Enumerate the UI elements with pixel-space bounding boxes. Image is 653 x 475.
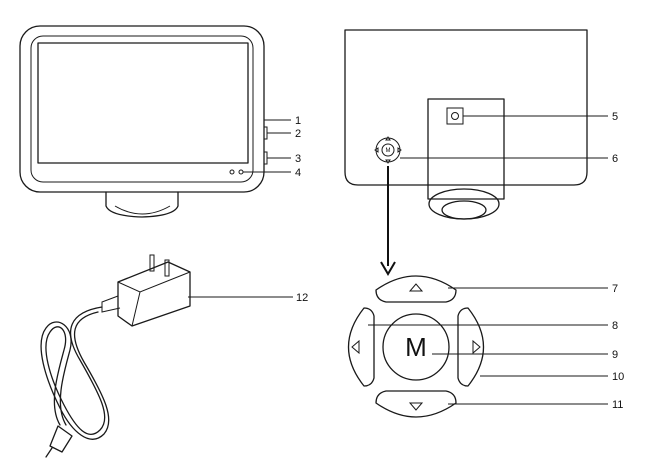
- right-arrow-icon: [472, 339, 481, 355]
- monitor-rear-view: M: [344, 29, 588, 220]
- adapter-cable: [45, 306, 106, 436]
- rear-port-hole: [451, 112, 459, 120]
- left-button: [347, 307, 375, 387]
- rear-down-arrow-icon: [385, 159, 391, 164]
- up-button: [375, 275, 457, 303]
- side-button-2: [263, 126, 268, 140]
- monitor-bezel: [30, 35, 254, 183]
- rear-up-arrow-icon: [385, 136, 391, 141]
- down-button: [375, 390, 457, 418]
- keypad-enlarged: M: [347, 275, 485, 418]
- adapter-body-edge: [117, 271, 191, 293]
- rear-keypad: M: [374, 136, 402, 164]
- rear-lens-inner: [441, 200, 487, 220]
- side-button-3: [263, 151, 268, 165]
- lens-ring-front: [114, 205, 171, 215]
- left-arrow-icon: [351, 339, 360, 355]
- adapter-body-edge-2: [131, 291, 141, 327]
- callout-label-9: 9: [612, 349, 618, 361]
- callout-label-8: 8: [612, 320, 618, 332]
- adapter-prong-right: [164, 259, 170, 277]
- power-port: [238, 169, 244, 175]
- rear-left-arrow-icon: [374, 147, 379, 153]
- callout-label-5: 5: [612, 111, 618, 123]
- power-adapter: [40, 254, 191, 458]
- zoom-arrow: [380, 166, 396, 276]
- rear-housing: [344, 29, 588, 186]
- monitor-screen: [37, 42, 249, 164]
- right-button: [457, 307, 485, 387]
- down-arrow-icon: [408, 402, 424, 411]
- callout-label-4: 4: [295, 167, 301, 179]
- dc-plug: [49, 425, 73, 453]
- rear-keypad-menu: [381, 143, 395, 157]
- callout-label-6: 6: [612, 153, 618, 165]
- callout-label-7: 7: [612, 283, 618, 295]
- lens-mount-front: [105, 191, 179, 218]
- rear-right-arrow-icon: [397, 147, 402, 153]
- rear-keypad-ring: [375, 137, 401, 163]
- adapter-prong-left: [149, 254, 155, 272]
- up-arrow-icon: [408, 283, 424, 292]
- callout-label-1: 1: [295, 115, 301, 127]
- adapter-body: [117, 261, 191, 327]
- callout-label-3: 3: [295, 153, 301, 165]
- menu-button-label: M: [405, 332, 427, 362]
- rear-keypad-menu-label: M: [386, 148, 391, 154]
- adapter-cable-inner: [40, 311, 110, 440]
- monitor-front-view: [19, 25, 268, 218]
- callout-label-2: 2: [295, 128, 301, 140]
- adapter-strain-relief: [101, 295, 121, 313]
- callout-label-10: 10: [612, 371, 624, 383]
- indicator-led: [229, 169, 235, 175]
- dc-plug-tip: [45, 447, 53, 458]
- monitor-housing: [19, 25, 265, 193]
- callout-label-12: 12: [296, 292, 308, 304]
- menu-button: [382, 313, 450, 381]
- rear-mount-block: [427, 98, 505, 200]
- rear-port: [446, 107, 464, 125]
- callout-label-11: 11: [612, 399, 623, 411]
- rear-lens-outer: [428, 188, 500, 220]
